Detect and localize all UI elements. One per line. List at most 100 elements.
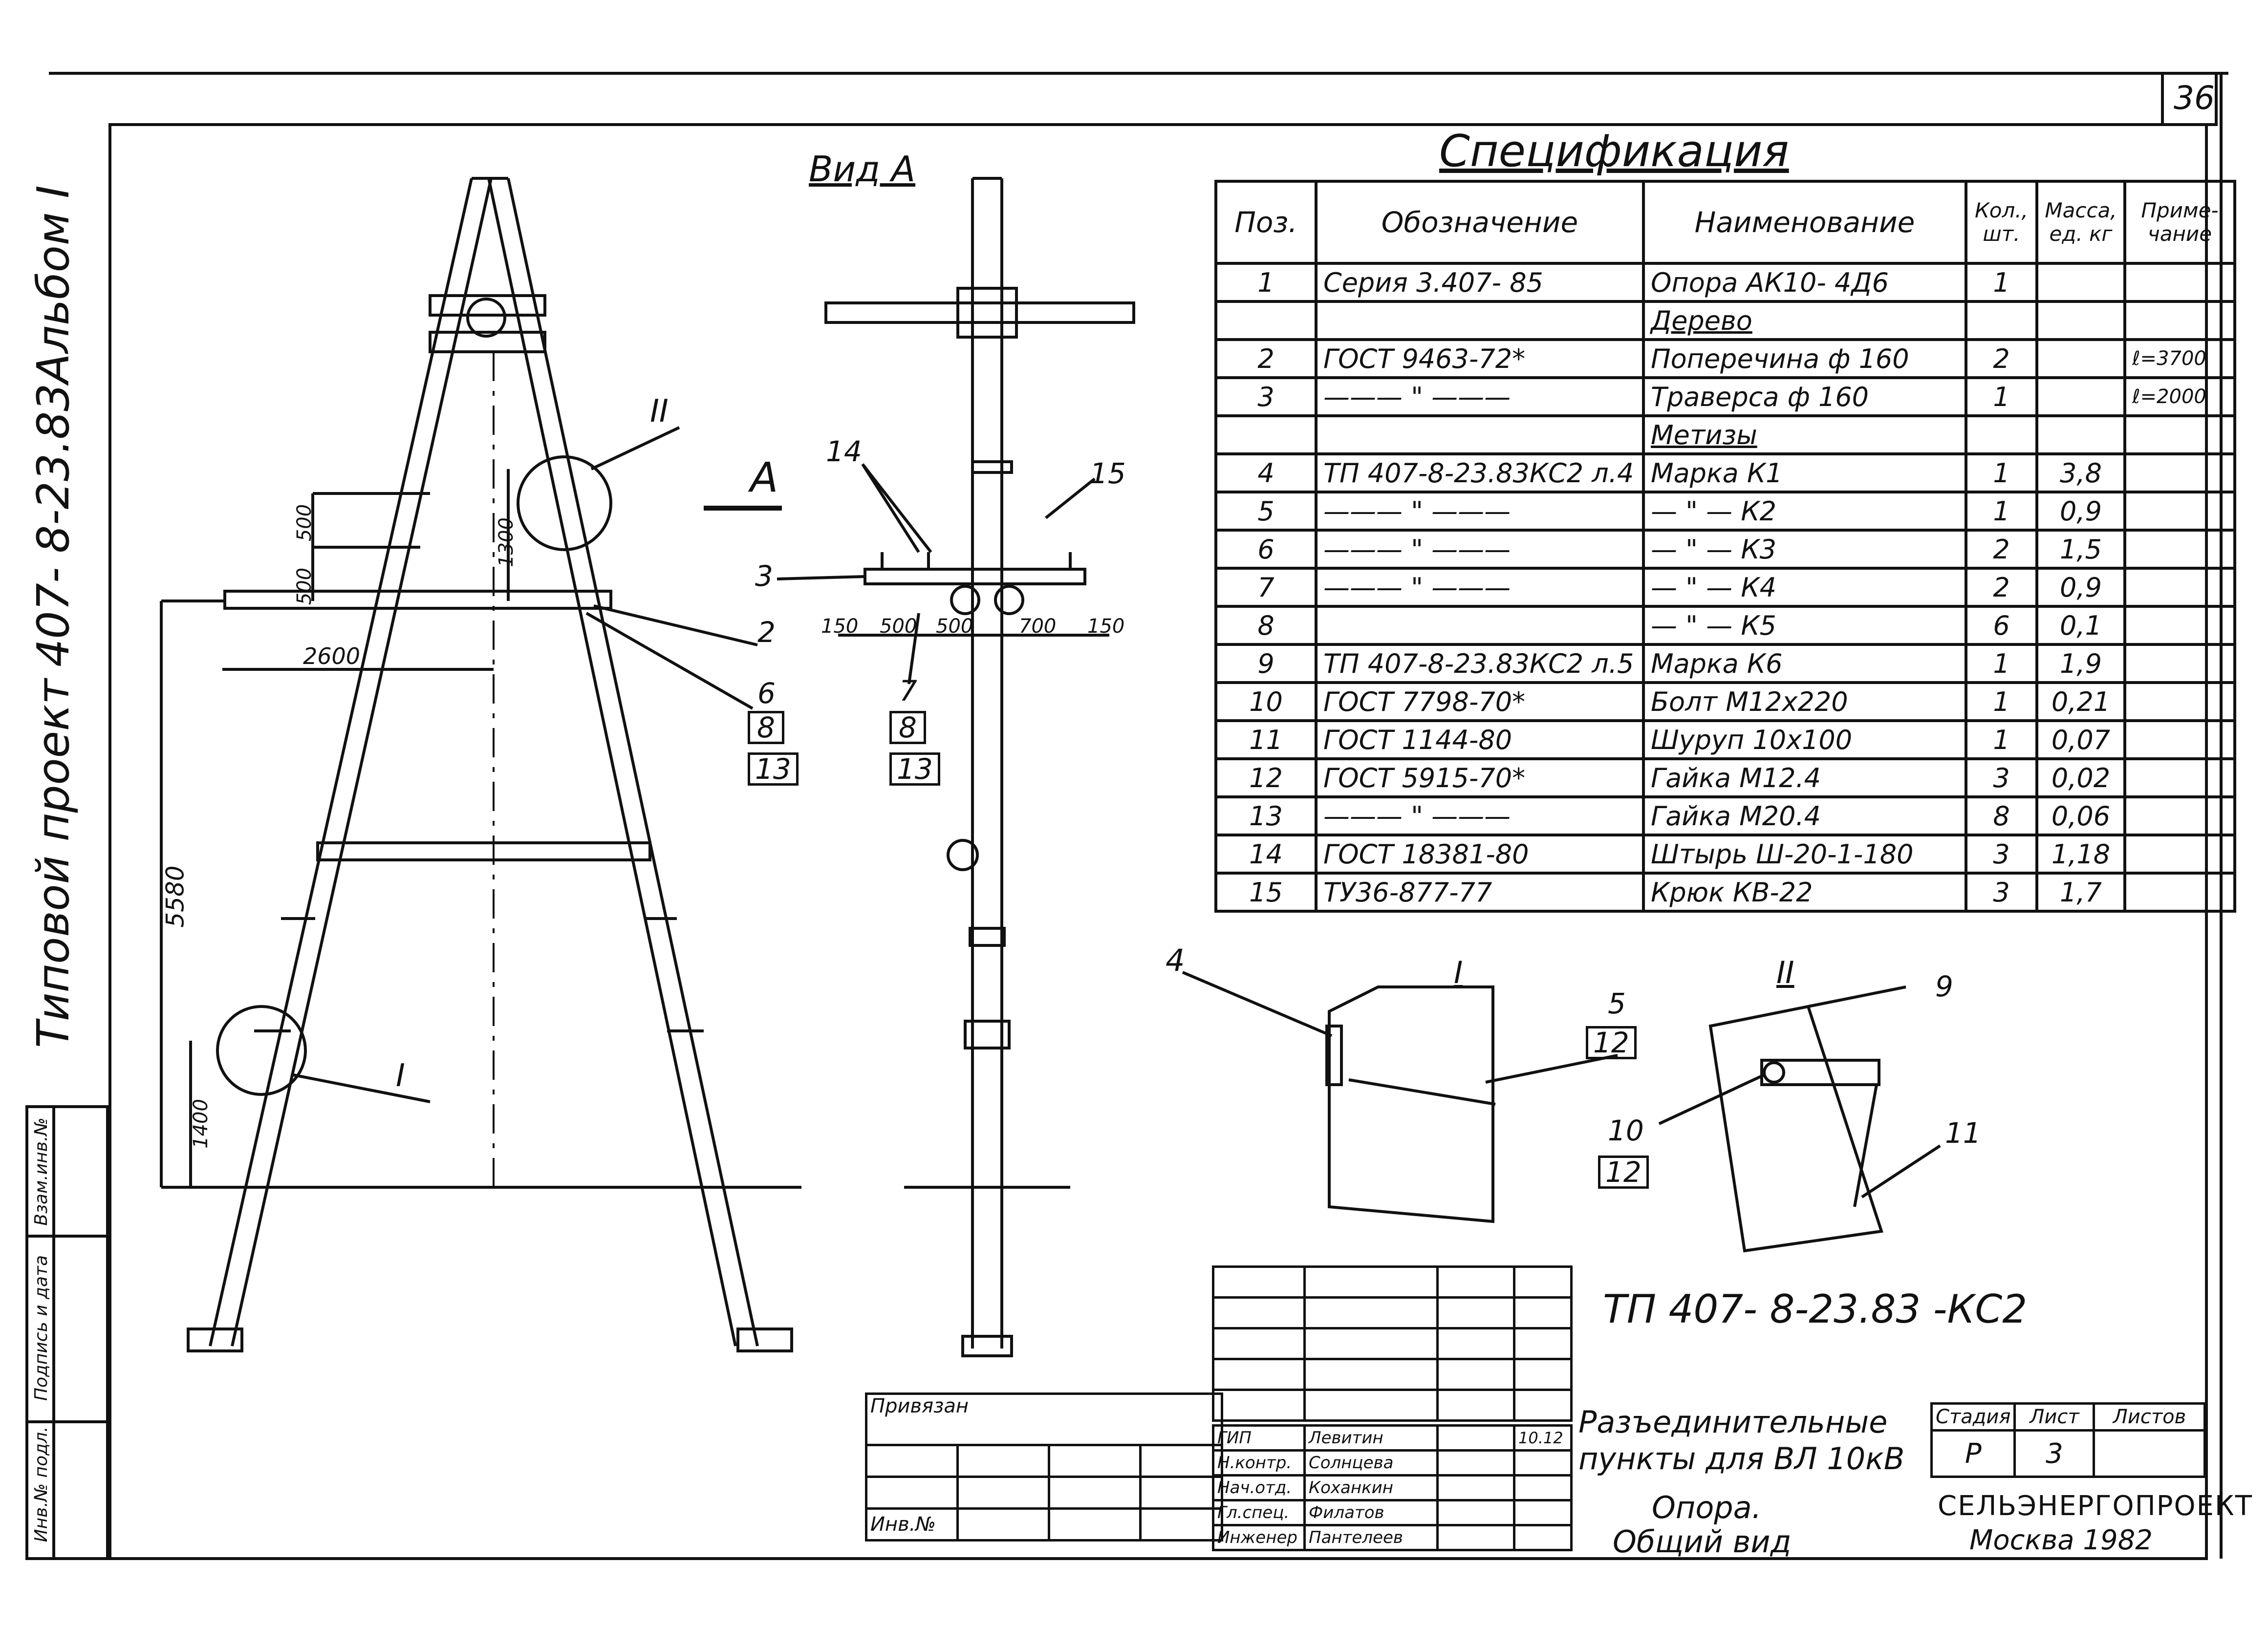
spec-cell-pos: 3	[1214, 376, 1318, 417]
signature-mark	[1436, 1499, 1515, 1526]
sheet-title-line1: Опора.	[1652, 1490, 1762, 1525]
spec-cell-name: Болт М12х220	[1642, 681, 1967, 722]
spec-cell-qty: 1	[1965, 491, 2038, 532]
leader-13b: 13	[889, 752, 940, 786]
spec-cell-doc	[1315, 605, 1645, 646]
spec-cell-name: Траверса ф 160	[1642, 376, 1967, 417]
spec-cell-mass	[2035, 300, 2126, 341]
signature-row: Нач.отд.Коханкин	[1212, 1474, 1573, 1501]
leader-9: 9	[1935, 970, 1953, 1003]
spec-cell-note	[2123, 300, 2236, 341]
callout-ii-label: II	[650, 393, 669, 429]
spec-cell-mass	[2035, 262, 2126, 303]
drawing-code: ТП 407- 8-23.83 -КС2	[1603, 1286, 2028, 1332]
leader-11: 11	[1945, 1116, 1981, 1150]
spec-cell-name: — " — К4	[1642, 567, 1967, 608]
spec-cell-qty: 3	[1965, 757, 2038, 798]
leader-4: 4	[1166, 942, 1185, 978]
spec-cell-mass: 0,9	[2035, 567, 2126, 608]
spec-cell-doc: ГОСТ 5915-70*	[1315, 757, 1645, 798]
dim-500-b: 500	[293, 504, 316, 542]
dim-150-a: 150	[821, 615, 859, 638]
signature-role: Н.контр.	[1212, 1449, 1306, 1477]
spec-cell-name: Метизы	[1642, 414, 1967, 455]
spec-cell-qty	[1965, 300, 2038, 341]
signature-row: Гл.спец.Филатов	[1212, 1499, 1573, 1526]
spec-cell-pos: 14	[1214, 834, 1318, 875]
leader-3: 3	[755, 559, 773, 593]
spec-cell-pos	[1214, 414, 1318, 455]
spec-cell-pos: 2	[1214, 338, 1318, 379]
spec-cell-qty	[1965, 414, 2038, 455]
spec-cell-doc: ——— " ———	[1315, 376, 1645, 417]
dim-500-c: 500	[880, 615, 917, 638]
spec-cell-note	[2123, 795, 2236, 836]
signature-role: ГИП	[1212, 1424, 1306, 1452]
spec-cell-mass: 0,02	[2035, 757, 2126, 798]
signature-date	[1513, 1474, 1573, 1501]
spec-cell-doc: ——— " ———	[1315, 529, 1645, 570]
stage-value: Р	[1930, 1429, 2016, 1478]
spec-cell-doc: ——— " ———	[1315, 795, 1645, 836]
spec-cell-mass	[2035, 338, 2126, 379]
spec-cell-note: ℓ=3700	[2123, 338, 2236, 379]
spec-cell-mass: 0,06	[2035, 795, 2126, 836]
view-a-arrow-label: А	[750, 453, 778, 501]
spec-cell-qty: 1	[1965, 262, 2038, 303]
spec-cell-note	[2123, 567, 2236, 608]
signature-role: Нач.отд.	[1212, 1474, 1306, 1501]
stamp-inv-label: Инв.№ подл.	[31, 1426, 51, 1542]
spec-cell-doc: Серия 3.407- 85	[1315, 262, 1645, 303]
spec-cell-doc: ——— " ———	[1315, 567, 1645, 608]
spec-cell-pos: 9	[1214, 643, 1318, 684]
spec-cell-name: Марка К1	[1642, 452, 1967, 493]
spec-header-doc: Обозначение	[1315, 180, 1645, 265]
spec-cell-qty: 8	[1965, 795, 2038, 836]
leader-14: 14	[826, 435, 862, 468]
spec-cell-qty: 1	[1965, 719, 2038, 760]
leader-12b: 12	[1598, 1156, 1649, 1189]
spec-cell-mass: 1,5	[2035, 529, 2126, 570]
dim-700: 700	[1019, 615, 1057, 638]
spec-cell-doc	[1315, 300, 1645, 341]
dim-2600: 2600	[303, 643, 361, 669]
spec-cell-mass: 0,1	[2035, 605, 2126, 646]
spec-row: Дерево	[1214, 300, 2236, 341]
spec-cell-note: ℓ=2000	[2123, 376, 2236, 417]
spec-cell-doc: ТУ36-877-77	[1315, 872, 1645, 913]
spec-cell-doc	[1315, 414, 1645, 455]
leader-15: 15	[1090, 457, 1126, 490]
leader-6: 6	[757, 677, 776, 710]
signature-name: Левитин	[1303, 1424, 1439, 1452]
signature-name: Филатов	[1303, 1499, 1439, 1526]
spec-header-note: Приме- чание	[2123, 180, 2236, 265]
spec-cell-doc: ——— " ———	[1315, 491, 1645, 532]
spec-cell-pos: 15	[1214, 872, 1318, 913]
binding-block: Привязан Инв.№	[865, 1392, 1223, 1541]
leader-8: 8	[748, 711, 784, 744]
spec-cell-pos: 8	[1214, 605, 1318, 646]
spec-row: Метизы	[1214, 414, 2236, 455]
spec-cell-pos: 4	[1214, 452, 1318, 493]
spec-cell-note	[2123, 262, 2236, 303]
spec-cell-name: — " — К3	[1642, 529, 1967, 570]
sheet-title-line2: Общий вид	[1613, 1524, 1792, 1560]
spec-header-pos: Поз.	[1214, 180, 1318, 265]
leader-12: 12	[1586, 1026, 1637, 1059]
dim-1400: 1400	[189, 1099, 212, 1149]
detail-i-title: I	[1454, 955, 1463, 990]
spec-cell-mass: 1,9	[2035, 643, 2126, 684]
